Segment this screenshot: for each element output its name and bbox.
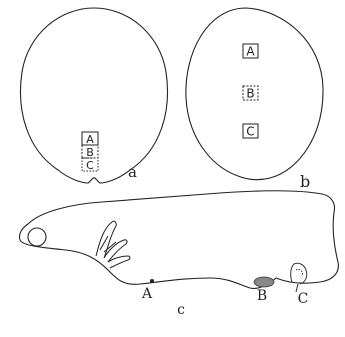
panel-b-box-b-label: B (246, 87, 254, 101)
panel-c: A B C c (19, 191, 338, 318)
panel-c-marker-b-blob (254, 277, 274, 287)
panel-a-outline (21, 8, 168, 183)
panel-a-box-stack: A B C (82, 132, 98, 172)
panel-c-marker-b-label: B (257, 288, 267, 304)
panel-c-marker-c-structure (291, 263, 307, 292)
panel-c-marker-a-label: A (141, 286, 153, 302)
panel-a: A B C a (21, 8, 168, 183)
panel-c-fin-structure (96, 221, 130, 268)
panel-a-letter: a (128, 163, 137, 181)
panel-b: A B C b (186, 8, 323, 191)
panel-c-letter: c (177, 302, 185, 318)
panel-c-marker-a-dot (150, 279, 154, 283)
panel-a-box-a-label: A (86, 133, 94, 146)
panel-c-eye (28, 228, 46, 246)
panel-b-letter: b (300, 172, 310, 191)
panel-b-box-c-label: C (246, 125, 254, 139)
panel-c-marker-c-label: C (298, 291, 309, 307)
panel-a-box-c-label: C (86, 159, 94, 172)
panel-b-box-a-label: A (246, 45, 255, 59)
panel-a-box-b-label: B (86, 146, 94, 159)
